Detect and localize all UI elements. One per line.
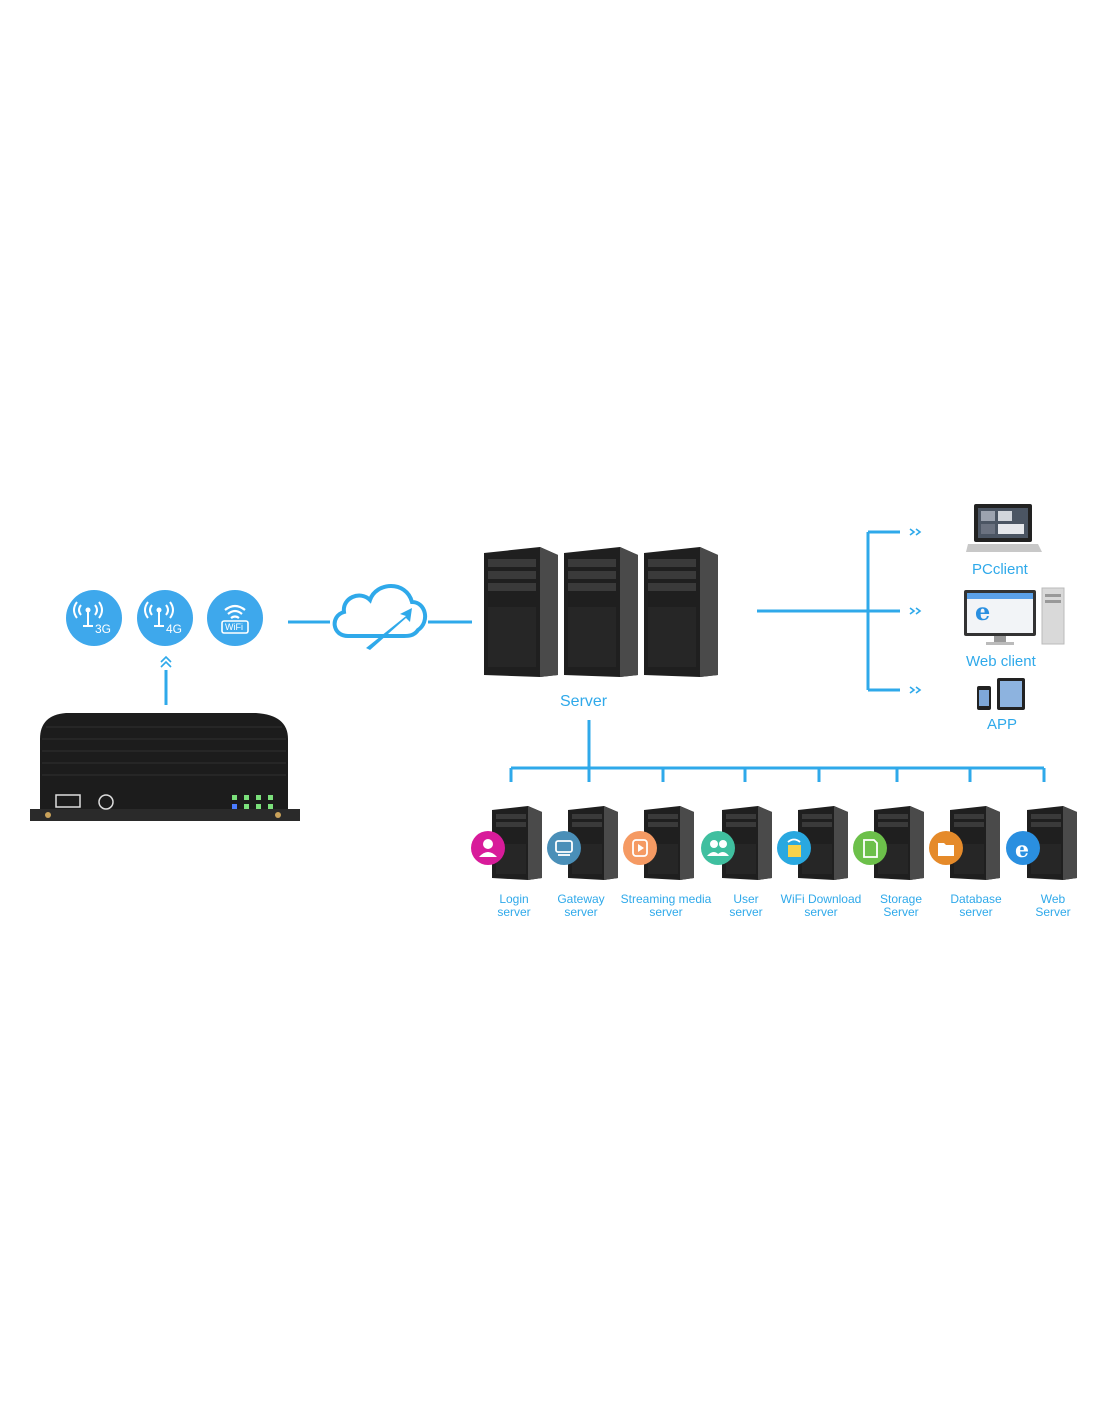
ie-browser-icon: e: [1006, 831, 1040, 865]
mobile-devices-icon: [977, 678, 1025, 710]
sd-card-icon: [853, 831, 887, 865]
client-label-pc: PCclient: [972, 561, 1028, 578]
wifi-download-icon: [777, 831, 811, 865]
server-tower-icon: [798, 806, 848, 880]
sub-server-label-line2: server: [649, 905, 683, 919]
browser-monitor-icon: e: [964, 587, 1065, 645]
badge-wifi-label: WiFi: [225, 622, 243, 632]
laptop-icon: [966, 504, 1042, 552]
sub-server-label-line2: server: [564, 905, 598, 919]
chevron-right-icon: [909, 528, 916, 536]
svg-text:e: e: [1015, 837, 1029, 863]
sub-server-label-line2: server: [804, 905, 838, 919]
sub-server-label-line2: server: [729, 905, 763, 919]
gateway-icon: [547, 831, 581, 865]
cloud-icon: [332, 584, 428, 650]
chevron-right-icon: [909, 686, 916, 694]
server-cluster-icon: [484, 547, 718, 677]
sub-server-label-line1: User: [733, 892, 759, 906]
server-label: Server: [560, 693, 608, 710]
4g-icon: 4G: [137, 590, 193, 646]
play-icon: [623, 831, 657, 865]
wifi-icon: WiFi: [207, 590, 263, 646]
server-tower-icon: [644, 806, 694, 880]
server-tower-icon: [950, 806, 1000, 880]
sub-server-label-line1: Streaming media: [620, 892, 712, 906]
badge-3g-label: 3G: [95, 622, 112, 636]
chevron-right-icon: [909, 607, 916, 615]
sub-server-label-line1: Web: [1040, 892, 1066, 906]
users-icon: [701, 831, 735, 865]
user-icon: [471, 831, 505, 865]
mobile-dvr-device-icon: [30, 713, 300, 821]
sub-server-label-line2: server: [959, 905, 993, 919]
folder-icon: [929, 831, 963, 865]
server-tower-icon: [874, 806, 924, 880]
sub-server-label-line1: Login: [499, 892, 529, 906]
sub-server-label-line1: Storage: [879, 892, 923, 906]
badge-4g-label: 4G: [166, 622, 183, 636]
client-label-app: APP: [987, 716, 1018, 733]
sub-server-label-line1: WiFi Download: [780, 892, 862, 906]
server-tower-icon: [568, 806, 618, 880]
chevron-up-icon: [160, 655, 172, 663]
client-label-web: Web client: [966, 653, 1036, 670]
3g-icon: 3G: [66, 590, 122, 646]
sub-server-label-line2: server: [497, 905, 531, 919]
server-tower-icon: [722, 806, 772, 880]
sub-server-label-line1: Gateway: [557, 892, 605, 906]
sub-server-label-line2: Server: [883, 905, 919, 919]
server-tower-icon: [1027, 806, 1077, 880]
server-tower-icon: [492, 806, 542, 880]
sub-server-label-line1: Database: [950, 892, 1002, 906]
svg-text:e: e: [975, 597, 990, 626]
sub-server-label-line2: Server: [1035, 905, 1071, 919]
